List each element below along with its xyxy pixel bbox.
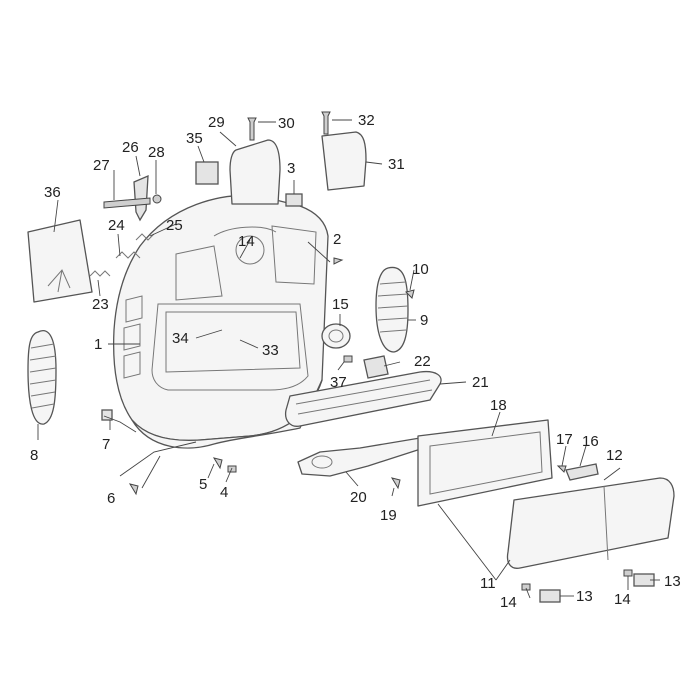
part-25-spring [135,233,155,241]
part-8-vent-grille [27,330,57,425]
callout-10: 10 [412,261,429,278]
callout-11: 11 [480,575,496,592]
callout-31: 31 [388,156,405,173]
part-36-panel [27,219,93,303]
callout-7: 7 [102,436,110,453]
callout-1: 1 [94,336,102,353]
part-18-gasket-frame [417,419,553,507]
callout-14c: 14 [238,233,255,250]
callout-28: 28 [148,144,165,161]
part-3-clip [285,193,303,207]
callout-34: 34 [172,330,189,347]
callout-2: 2 [333,231,341,248]
callout-26: 26 [122,139,139,156]
part-15-socket [321,323,351,349]
callout-33: 33 [262,342,279,359]
part-22-lamp [363,355,389,379]
part-13a-clip [539,589,561,603]
leader-lines [37,119,660,599]
callout-labels: 1 2 3 4 5 6 7 8 9 10 11 12 13 13 14 14 1… [30,112,681,611]
callout-15: 15 [332,296,349,313]
part-12-cover-panel [506,477,675,569]
callout-8: 8 [30,447,38,464]
callout-14b: 14 [614,591,631,608]
callout-3: 3 [287,160,295,177]
callout-16: 16 [582,433,599,450]
part-26-bracket [133,174,149,222]
callout-30: 30 [278,115,295,132]
callout-32: 32 [358,112,375,129]
part-16-clip [565,463,599,481]
callout-36: 36 [44,184,61,201]
callout-14a: 14 [500,594,517,611]
part-35-clip [195,161,219,185]
callout-9: 9 [420,312,428,329]
callout-21: 21 [472,374,489,391]
callout-13a: 13 [576,588,593,605]
part-23-spring [89,270,111,277]
callout-19: 19 [380,507,397,524]
callout-6: 6 [107,490,115,507]
part-9-vent-grille [375,266,409,353]
callout-24: 24 [108,217,125,234]
callout-37: 37 [330,374,347,391]
callout-22: 22 [414,353,431,370]
callout-5: 5 [199,476,207,493]
callout-13b: 13 [664,573,681,590]
callout-29: 29 [208,114,225,131]
part-20-rail [297,437,431,477]
callout-12: 12 [606,447,623,464]
part-27-bolt [103,197,151,209]
callout-4: 4 [220,484,228,501]
callout-23: 23 [92,296,109,313]
part-28-washer [152,194,162,204]
part-21-trim-strip [284,370,442,427]
part-31-lid [321,131,367,191]
callout-25: 25 [166,217,183,234]
part-29-cap [229,139,281,205]
callout-17: 17 [556,431,573,448]
fastener-screws [101,111,633,591]
callout-27: 27 [93,157,110,174]
callout-20: 20 [350,489,367,506]
callout-18: 18 [490,397,507,414]
callout-35: 35 [186,130,203,147]
